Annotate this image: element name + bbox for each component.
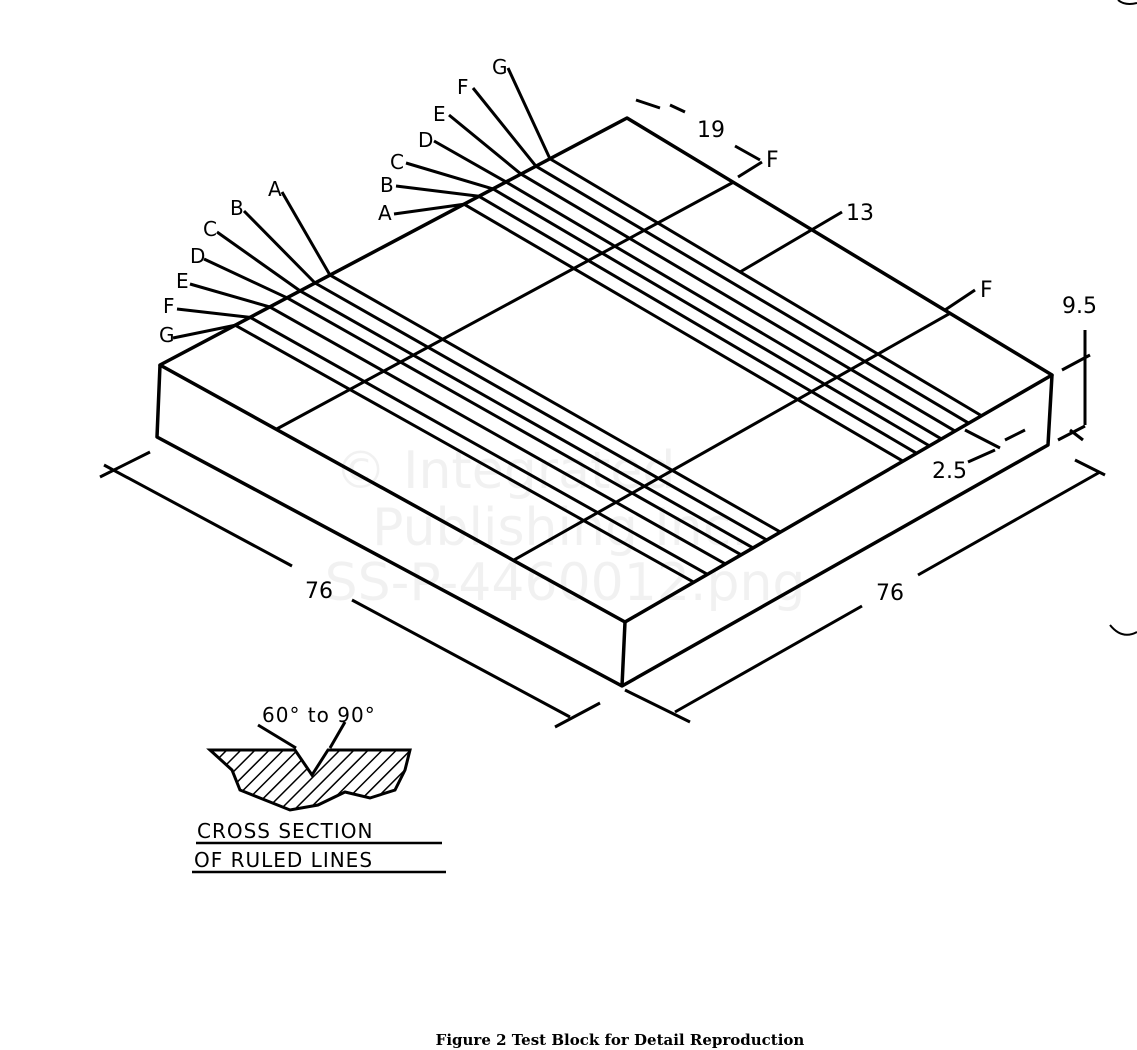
label-left-b: B [230, 196, 244, 220]
inset-title-1: CROSS SECTION [197, 819, 373, 843]
ruled-line-left-c [299, 289, 754, 550]
edge-arc [1117, 0, 1137, 5]
marker-top: F [766, 148, 779, 173]
leader-line [280, 191, 332, 276]
figure-caption: Figure 2 Test Block for Detail Reproduct… [436, 1031, 805, 1049]
svg-text:© Integrated: © Integrated [335, 441, 676, 501]
label-right-e: E [433, 102, 446, 126]
dim-thickness: 9.5 [1062, 294, 1097, 319]
label-right-f: F [457, 75, 469, 99]
label-right-c: C [390, 150, 404, 174]
block-outline [155, 116, 1054, 688]
dimension-labels: 76 76 19 F 13 F 9.5 2.5 [305, 118, 1097, 606]
leader-line [405, 161, 494, 191]
ruled-line-right-g [549, 157, 983, 418]
leader-line [471, 87, 538, 168]
ruled-line-left-g [234, 323, 695, 584]
cross-section-profile [206, 748, 412, 812]
dim-length-left: 76 [305, 579, 333, 604]
ruled-lines [234, 157, 983, 584]
cross-section-inset: 60° to 90° CROSS SECTION OF RULED LINES [192, 703, 446, 874]
leader-line [203, 257, 288, 300]
ruled-line-right-c [492, 187, 931, 448]
ruled-line-left-e [269, 305, 727, 566]
ruled-line-left-f [249, 316, 709, 576]
leader-line [189, 282, 271, 309]
ruled-line-right-e [520, 172, 956, 433]
dim-spacing: 13 [846, 201, 874, 226]
label-left-g: G [159, 323, 175, 347]
dim-edge-offset: 2.5 [932, 459, 967, 484]
leader-line [242, 209, 317, 285]
leader-line [176, 307, 251, 319]
leader-line [172, 323, 236, 340]
leader-line [506, 67, 552, 160]
front-edge [620, 621, 627, 687]
label-right-b: B [380, 173, 394, 197]
label-leaders [172, 67, 552, 340]
inset-title-2: OF RULED LINES [194, 848, 373, 872]
leader-line [395, 184, 480, 198]
ruled-line-right-a [463, 202, 904, 463]
leader-line [216, 230, 301, 293]
leader-line [433, 139, 507, 184]
dim-top-offset: 19 [697, 118, 725, 143]
marker-right: F [980, 278, 993, 303]
label-right-a: A [378, 201, 392, 225]
label-right-d: D [418, 128, 433, 152]
ruled-line-left-d [286, 296, 742, 557]
dim-length-right: 76 [876, 581, 904, 606]
label-left-f: F [163, 294, 175, 318]
ruled-line-right-d [505, 180, 943, 441]
label-left-e: E [176, 269, 189, 293]
svg-text:SS-P-4460012.png: SS-P-4460012.png [325, 553, 806, 613]
label-left-d: D [190, 244, 205, 268]
inset-angle: 60° to 90° [262, 703, 376, 727]
leader-line [448, 113, 522, 176]
label-left-c: C [203, 217, 217, 241]
ruled-line-right-f [535, 164, 970, 425]
edge-arc [1109, 624, 1137, 636]
ruled-line-left-a [329, 273, 782, 534]
dimension-lines [99, 98, 1106, 729]
leader-line [393, 202, 465, 216]
label-left-a: A [268, 177, 282, 201]
ruled-line-right-b [478, 195, 918, 455]
label-right-g: G [492, 55, 508, 79]
ruled-line-left-b [314, 281, 768, 542]
